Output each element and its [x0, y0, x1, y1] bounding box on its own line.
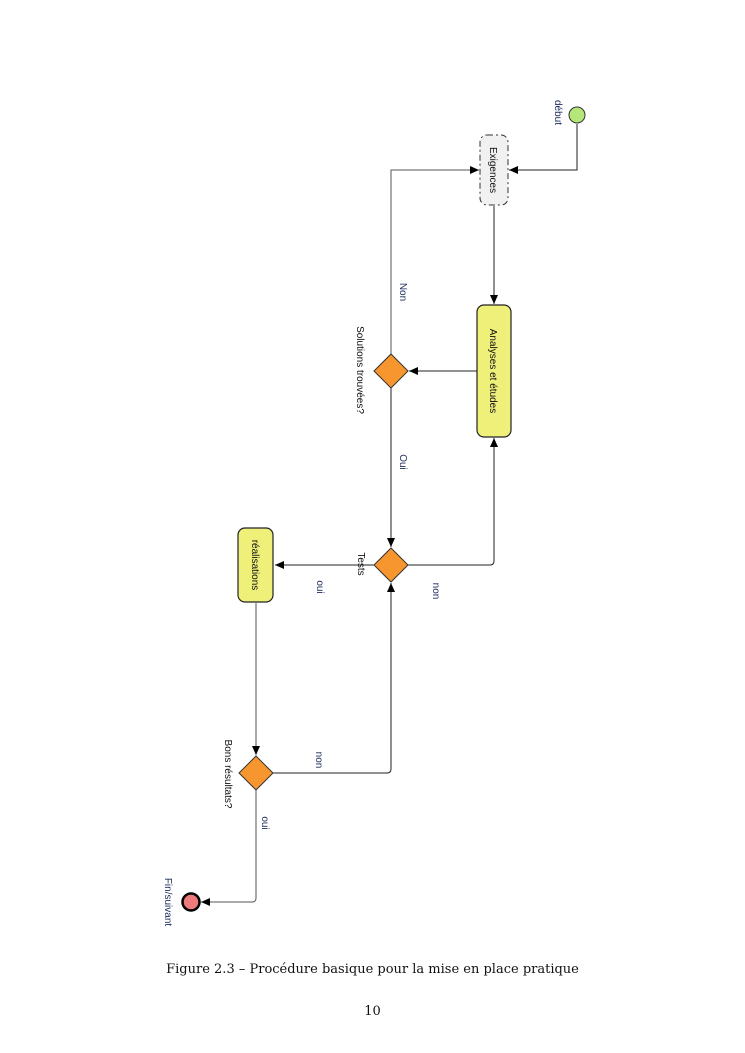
- edge-tests-non: [408, 438, 498, 566]
- analyses-node: [476, 304, 512, 438]
- solutions-oui-label: Oui: [397, 454, 408, 470]
- edge-solutions-non: [390, 166, 479, 354]
- edge-bons-non: [273, 583, 395, 774]
- exigences-node: [479, 134, 509, 206]
- start-node: [568, 106, 586, 124]
- figure-caption: Figure 2.3 – Procédure basique pour la m…: [166, 962, 579, 977]
- analyses-label: Analyses et études: [487, 329, 498, 414]
- tests-label: Tests: [355, 552, 366, 575]
- end-node: [181, 892, 201, 912]
- solutions-label: Solutions trouvées?: [354, 326, 365, 414]
- edge-bons-oui: [201, 790, 257, 906]
- end-label: Fin/suivant: [162, 878, 173, 927]
- start-label: début: [552, 100, 563, 125]
- tests-oui-label: oui: [314, 580, 325, 593]
- edge-start-to-exigences: [509, 124, 578, 174]
- realisations-node: [237, 527, 274, 603]
- tests-decision: [373, 547, 409, 583]
- bons-non-label: non: [313, 752, 324, 769]
- bons-resultats-decision: [238, 755, 274, 791]
- bons-resultats-label: Bons résultats?: [222, 740, 233, 809]
- realisations-label: réalisations: [249, 540, 260, 591]
- exigences-label: Exigences: [487, 147, 498, 193]
- solutions-non-label: Non: [397, 283, 408, 301]
- solutions-decision: [373, 353, 409, 389]
- bons-oui-label: oui: [259, 816, 270, 829]
- page-number: 10: [364, 1004, 381, 1019]
- tests-non-label: non: [430, 583, 441, 600]
